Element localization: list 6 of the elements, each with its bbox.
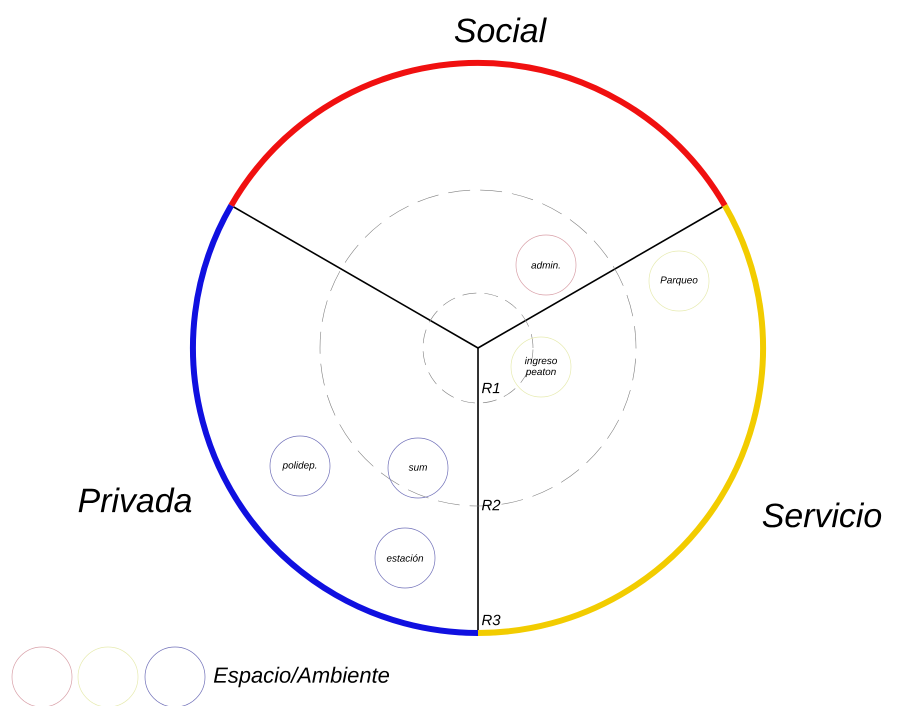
ring-label: R2 <box>482 500 500 510</box>
legend-label: Espacio/Ambiente <box>214 666 390 688</box>
zone-label: Social <box>454 18 547 42</box>
zone-label: Servicio <box>762 502 882 528</box>
ring-label: R3 <box>482 614 500 626</box>
zone-label: Privada <box>78 488 192 512</box>
